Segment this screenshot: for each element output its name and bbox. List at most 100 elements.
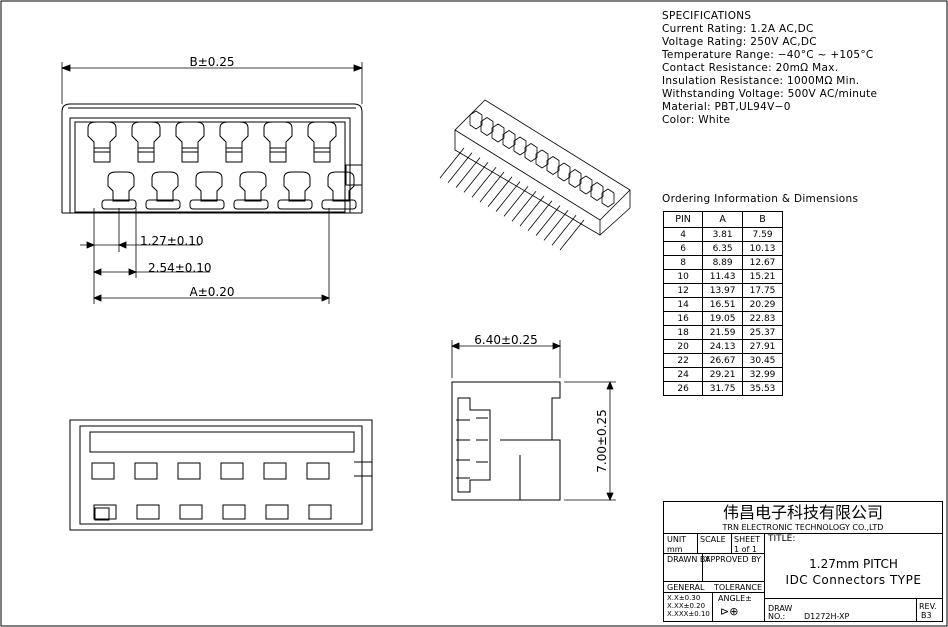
rev-label: REV. — [919, 602, 937, 611]
sheet-value: 1 of 1 — [734, 545, 757, 554]
cable-wire — [471, 166, 497, 198]
contact-slot — [181, 147, 199, 163]
cell-b: 27.91 — [742, 339, 783, 354]
iso-tooth — [469, 110, 483, 130]
cable-wire — [511, 190, 537, 222]
cell-pin: 14 — [662, 297, 704, 312]
dim-double-pitch-label: 2.54±0.10 — [148, 261, 212, 275]
cell-a: 21.59 — [702, 325, 744, 340]
iso-tooth — [568, 169, 582, 188]
lower-window — [179, 504, 203, 520]
cable-wire — [455, 157, 481, 188]
column-header-b: B — [742, 211, 783, 228]
cable-wire — [463, 162, 489, 193]
cell-pin: 6 — [662, 241, 704, 256]
contact-upper — [263, 121, 293, 153]
drawing-title-line1: 1.27mm PITCH — [809, 557, 898, 571]
lower-window — [222, 504, 246, 520]
lower-window — [265, 504, 289, 520]
iso-tooth — [601, 188, 615, 208]
contact-foot — [189, 199, 225, 210]
cell-b: 30.45 — [742, 353, 783, 368]
contact-lower — [327, 171, 355, 202]
unit-label: UNIT — [667, 535, 687, 544]
cell-a: 11.43 — [702, 269, 744, 284]
cable-wire — [487, 176, 513, 208]
cell-b: 12.67 — [742, 255, 783, 270]
contact-upper — [87, 121, 117, 153]
iso-tooth — [579, 175, 593, 195]
cable-wire — [559, 219, 585, 251]
cell-b: 7.59 — [742, 227, 783, 242]
spec-color: Color: White — [662, 114, 731, 126]
iso-tooth — [491, 123, 505, 143]
cell-pin: 8 — [662, 255, 704, 270]
company-name-cn: 伟昌电子科技有限公司 — [722, 503, 883, 522]
cell-a: 13.97 — [702, 283, 744, 298]
drawn-by-label: DRAWN BY — [667, 555, 710, 564]
cell-a: 29.21 — [702, 367, 744, 382]
cable-wire — [495, 181, 521, 212]
contact-slot — [313, 147, 331, 163]
iso-tooth — [524, 143, 538, 162]
cell-a: 26.67 — [702, 353, 744, 368]
contact-slot — [137, 147, 155, 163]
side-view — [451, 381, 561, 501]
side-dimensions — [450, 340, 616, 502]
iso-teeth — [469, 110, 615, 208]
cell-pin: 20 — [662, 339, 704, 354]
upper-window — [91, 462, 115, 480]
cell-a: 3.81 — [702, 227, 744, 242]
front-view — [61, 103, 363, 214]
cable-wire — [503, 186, 529, 217]
contact-slot — [269, 147, 287, 163]
cable-wire — [543, 210, 569, 241]
ordering-heading: Ordering Information & Dimensions — [662, 193, 859, 205]
lower-window — [136, 504, 160, 520]
specifications-block: SPECIFICATIONS Current Rating: 1.2A AC,D… — [662, 10, 877, 127]
approved-by-label: APPROVED BY — [705, 555, 762, 564]
cable-wire — [479, 171, 505, 203]
title-block: 伟昌电子科技有限公司 TRN ELECTRONIC TECHNOLOGY CO.… — [663, 501, 943, 622]
cable-wire — [551, 214, 577, 246]
cell-b: 32.99 — [742, 367, 783, 382]
iso-tooth — [590, 182, 604, 201]
spec-insulation-resistance: Insulation Resistance: 1000MΩ Min. — [662, 75, 860, 87]
cell-a: 8.89 — [702, 255, 744, 270]
tol-xx: X.XX±0.20 — [667, 602, 706, 610]
upper-window — [177, 462, 201, 480]
dim-pitch-label: 1.27±0.10 — [140, 234, 204, 248]
scale-label: SCALE — [700, 535, 726, 544]
cell-a: 24.13 — [702, 339, 744, 354]
upper-window — [134, 462, 158, 480]
cell-pin: 12 — [662, 283, 704, 298]
cable-wire — [535, 205, 561, 236]
cell-pin: 10 — [662, 269, 704, 284]
contact-upper — [307, 121, 337, 153]
cell-pin: 24 — [662, 367, 704, 382]
iso-tooth — [535, 149, 549, 169]
title-label: TITLE: — [768, 534, 796, 544]
sheet-label: SHEET — [734, 535, 761, 544]
contact-lower — [283, 171, 311, 202]
contact-upper — [219, 121, 249, 153]
cable-wire — [439, 147, 465, 179]
contact-lower — [107, 171, 135, 202]
cell-pin: 4 — [662, 227, 704, 242]
cable-wire — [519, 195, 545, 227]
drawing-number: D1272H-XP — [804, 612, 850, 621]
contact-slot — [93, 147, 111, 163]
bottom-view — [69, 419, 373, 531]
company-name-en: TRN ELECTRONIC TECHNOLOGY CO.,LTD — [722, 523, 884, 532]
unit-value: mm — [667, 545, 683, 554]
cell-b: 25.37 — [742, 325, 783, 340]
spec-withstanding-voltage: Withstanding Voltage: 500V AC/minute — [662, 88, 878, 100]
